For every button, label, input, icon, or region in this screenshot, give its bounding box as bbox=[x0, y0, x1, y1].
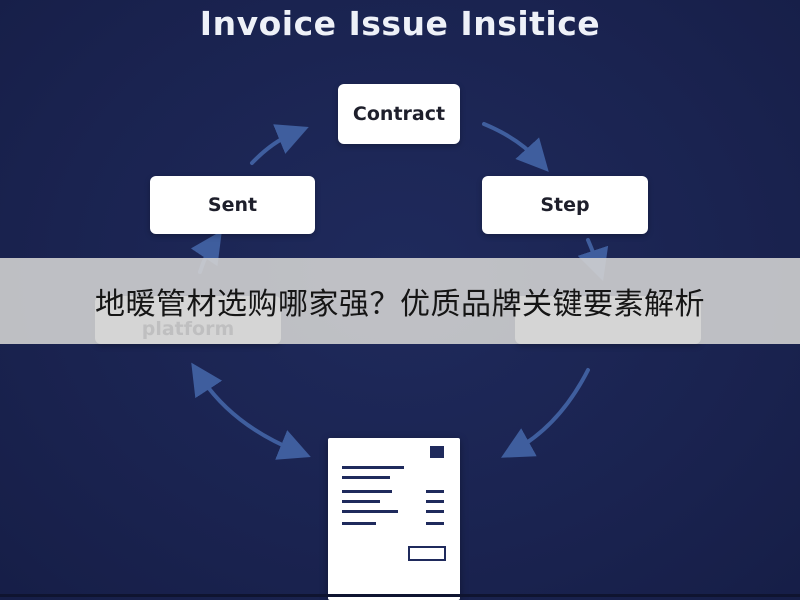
invoice-document-icon bbox=[328, 438, 460, 600]
doc-line bbox=[342, 476, 390, 479]
doc-line bbox=[342, 522, 376, 525]
node-step: Step bbox=[482, 176, 648, 234]
arrow-sent-to-contract bbox=[250, 124, 309, 165]
doc-line bbox=[426, 522, 444, 525]
doc-line bbox=[342, 490, 392, 493]
node-contract: Contract bbox=[338, 84, 460, 144]
doc-line bbox=[426, 510, 444, 513]
node-sent: Sent bbox=[150, 176, 315, 234]
arrow-contract-to-step bbox=[482, 122, 549, 172]
diagram-title: Invoice Issue Insitice bbox=[199, 4, 601, 43]
overlay-banner: 地暖管材选购哪家强？优质品牌关键要素解析 bbox=[0, 258, 800, 344]
doc-line bbox=[426, 490, 444, 493]
doc-logo-square bbox=[430, 446, 444, 458]
doc-line bbox=[342, 466, 404, 469]
doc-total-box bbox=[408, 546, 446, 561]
doc-line bbox=[342, 500, 380, 503]
doc-line bbox=[342, 510, 398, 513]
bottom-divider bbox=[0, 594, 800, 597]
arrow-invoice-to-document bbox=[501, 368, 590, 458]
arrow-document-to-platform bbox=[191, 362, 311, 460]
doc-line bbox=[426, 500, 444, 503]
